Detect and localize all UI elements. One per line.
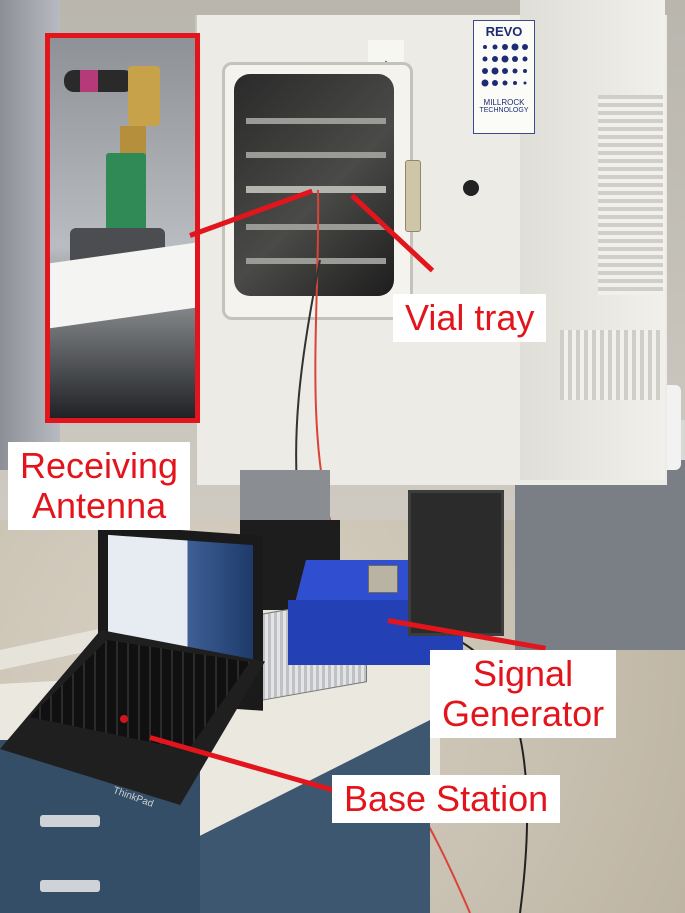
control-knob [463,180,479,196]
receiving-antenna-label-line2: Antenna [31,485,167,526]
antenna-cap-band [80,70,98,92]
vial-tray-label-text: Vial tray [405,297,535,338]
signal-generator-label-line2: Generator [442,693,605,734]
vial-tray-shelf [246,186,386,193]
receiving-antenna-label: Receiving Antenna [8,442,191,530]
revo-badge-line1: MILLROCK [483,98,525,107]
vial-tray-shelf [246,118,386,124]
vial-tray-label: Vial tray [393,294,547,342]
revo-badge: REVO MILLROCK TECHNOLOGY [473,20,535,134]
antenna-cap [64,70,134,92]
vial-tray-shelf [246,258,386,264]
signal-generator-label: Signal Generator [430,650,617,738]
door-handle [405,160,421,232]
antenna-inset-frame [45,33,200,423]
receiving-antenna-label-line1: Receiving [20,445,179,486]
revo-badge-line2: TECHNOLOGY [479,107,529,114]
base-station-label: Base Station [332,775,561,823]
signal-generator-connector [368,565,398,593]
revo-dot-pattern [481,43,528,87]
revo-badge-title: REVO [485,24,523,39]
base-station-label-text: Base Station [344,778,549,819]
antenna-pcb [106,153,146,238]
signal-generator-label-line1: Signal [473,653,574,694]
vial-tray-shelf [246,152,386,158]
side-vent-grille [598,95,663,295]
dark-monitor [408,490,504,636]
drawer-handle [40,880,100,892]
sma-connector-lower [120,126,146,156]
lower-vent-grille [560,330,660,400]
laptop-trackpoint [120,715,128,723]
drawer-handle [40,815,100,827]
vial-tray-shelf [246,224,386,230]
sma-connector [128,66,160,126]
